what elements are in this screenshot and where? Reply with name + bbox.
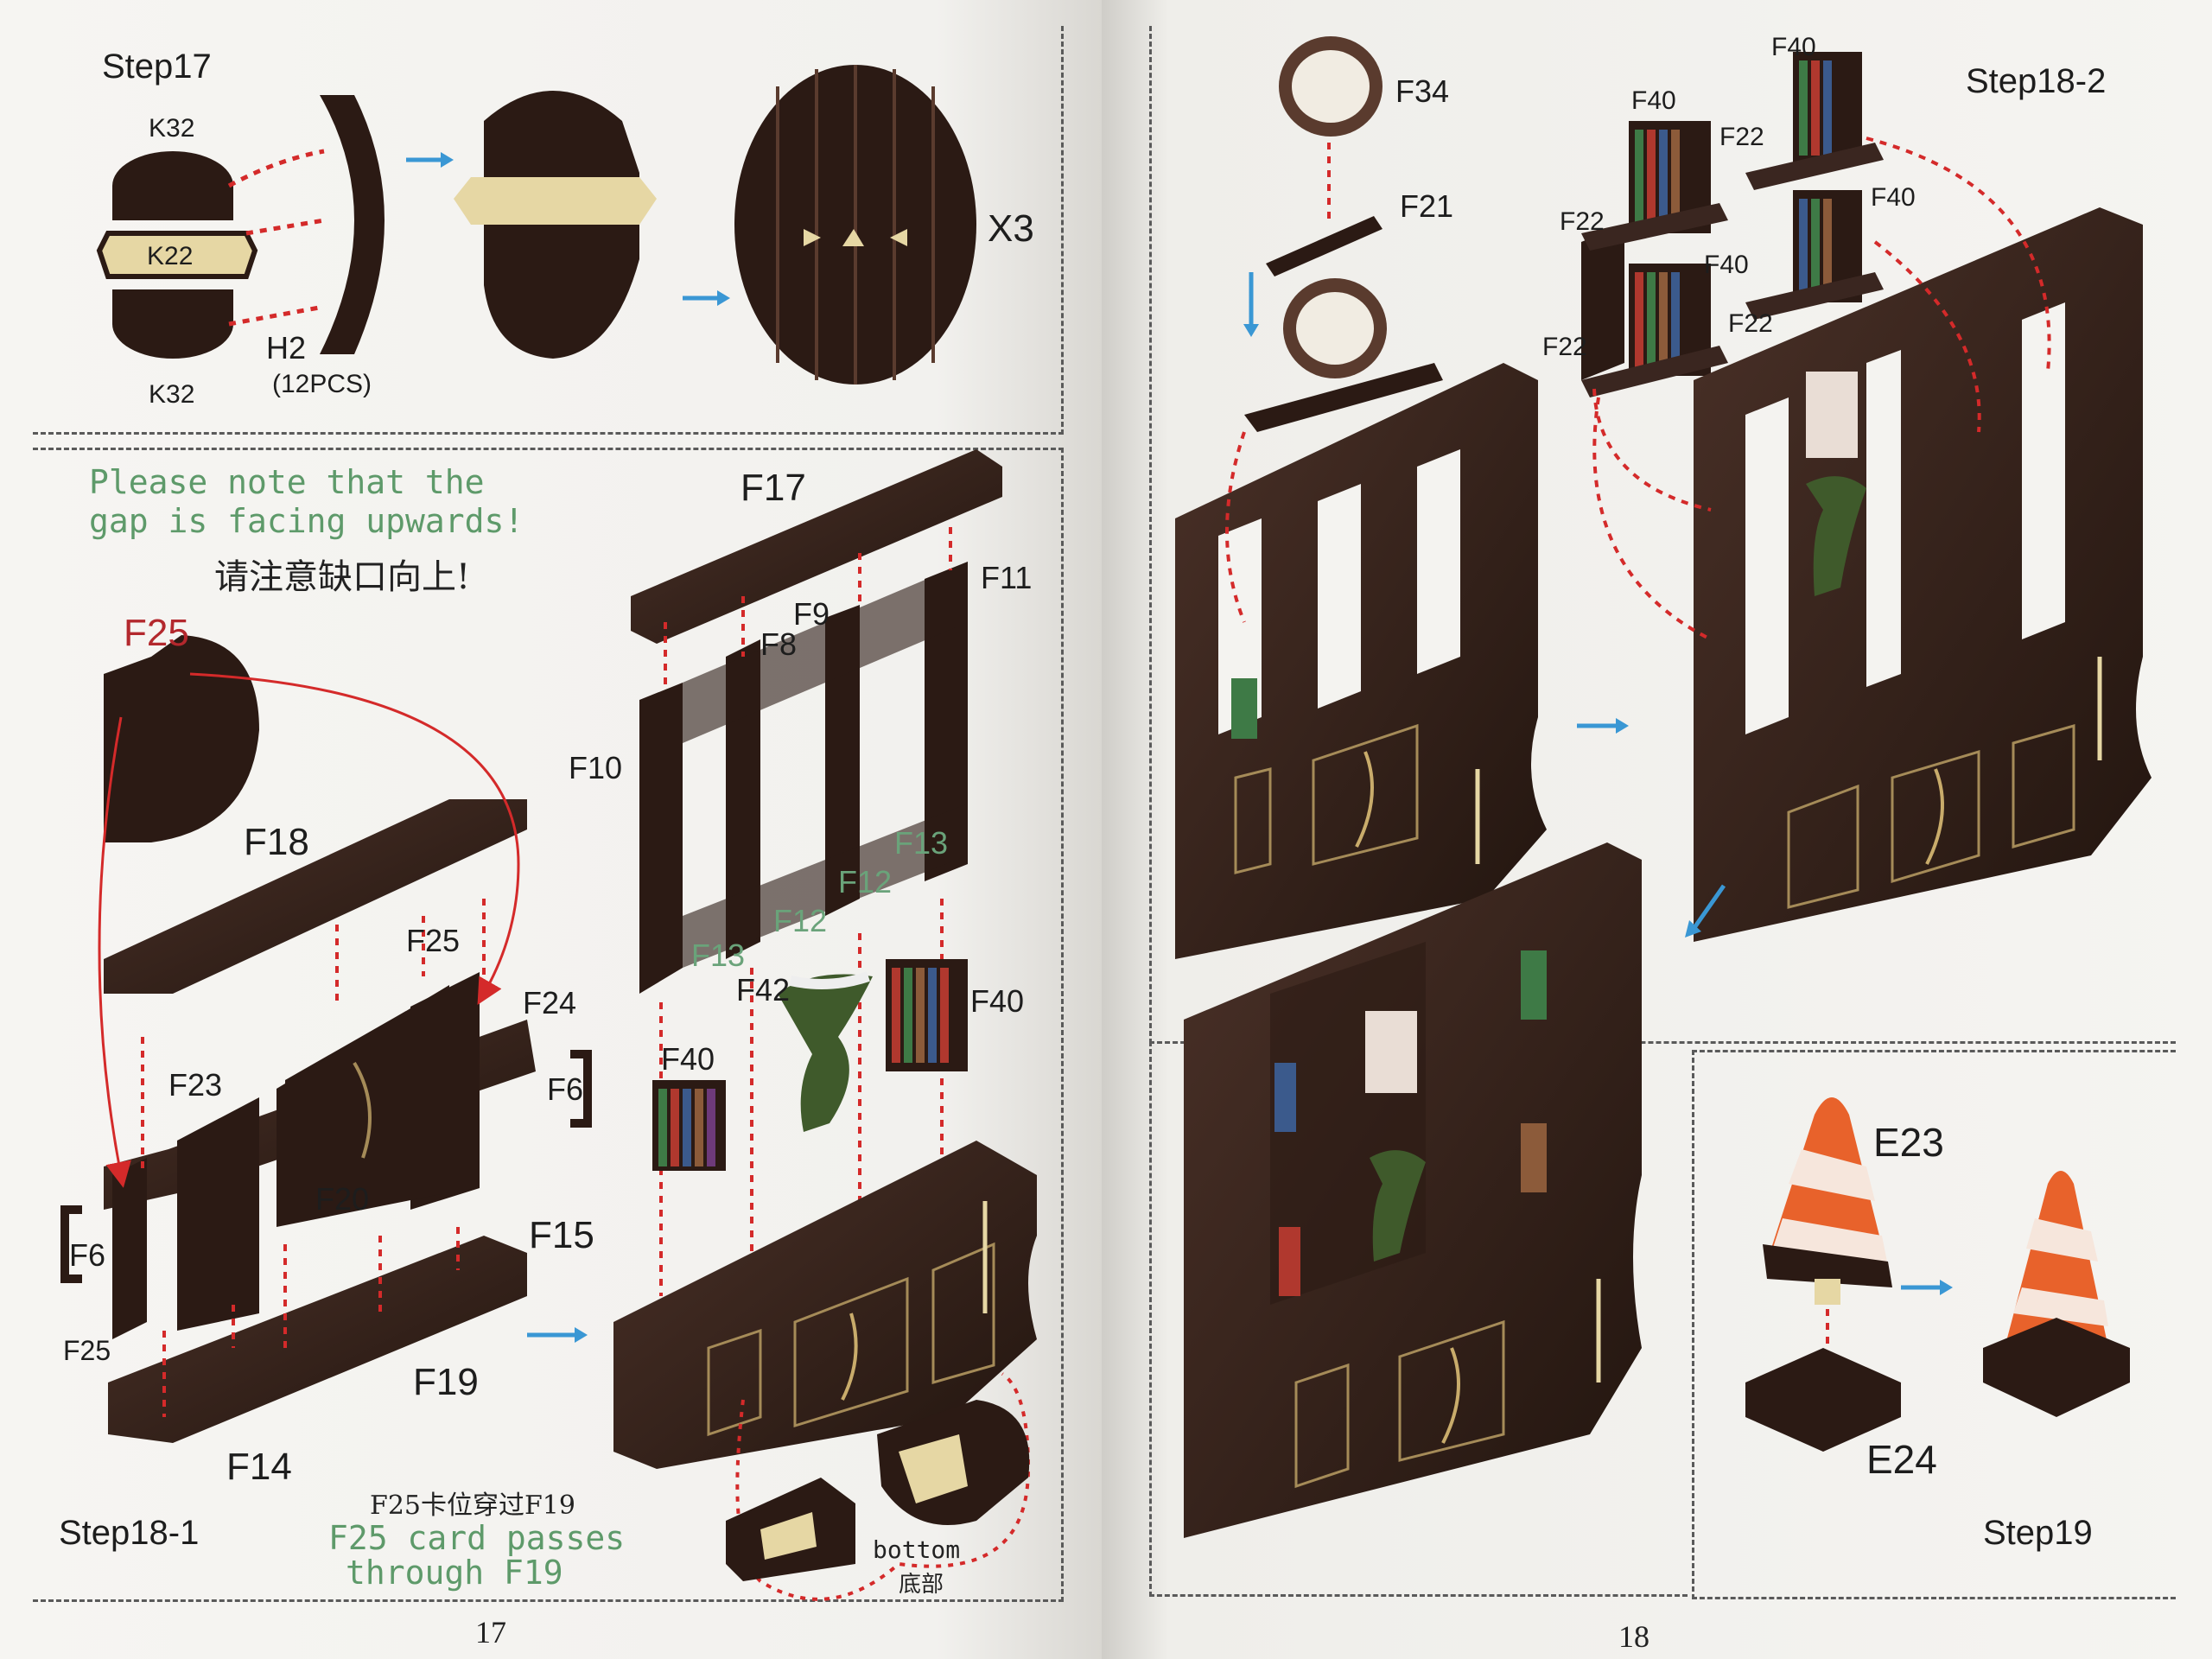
step17-illustration xyxy=(96,65,976,385)
part-label-e23: E23 xyxy=(1873,1120,1944,1165)
part-label-f40-a: F40 xyxy=(1631,86,1676,115)
gap-note-cn: 请注意缺口向上! xyxy=(214,557,471,597)
part-label-f12-right: F12 xyxy=(838,864,893,899)
part-label-f11: F11 xyxy=(981,560,1033,595)
page-number-left: 17 xyxy=(475,1615,506,1649)
part-label-f8: F8 xyxy=(760,626,798,662)
part-label-f19: F19 xyxy=(413,1361,479,1403)
part-label-f22-a: F22 xyxy=(1719,123,1764,151)
part-label-f13-left: F13 xyxy=(691,938,746,973)
part-label-f15: F15 xyxy=(529,1214,594,1256)
step18-1-panel xyxy=(33,448,1064,1602)
part-label-k32-bottom: K32 xyxy=(149,380,195,409)
part-label-f21: F21 xyxy=(1400,188,1454,224)
part-label-f40-c: F40 xyxy=(1704,251,1749,279)
step18-2-title: Step18-2 xyxy=(1966,62,2107,100)
part-label-f22-c: F22 xyxy=(1728,309,1773,338)
step19-title: Step19 xyxy=(1983,1514,2093,1552)
step18-2-lower-border xyxy=(1149,1041,1688,1597)
part-label-h2: H2 xyxy=(266,330,307,365)
part-label-f14: F14 xyxy=(226,1446,292,1488)
part-label-f17: F17 xyxy=(741,467,806,509)
part-label-f40-left: F40 xyxy=(661,1041,715,1077)
step18-1-left-assembly xyxy=(60,635,592,1443)
step18-1-right-assembly xyxy=(613,449,1037,1601)
step19-illustration xyxy=(1745,1097,2130,1452)
gap-note-en-line2: gap is facing upwards! xyxy=(89,502,524,540)
part-label-f6-right: F6 xyxy=(547,1071,584,1107)
part-label-f40-b: F40 xyxy=(1871,183,1916,212)
part-label-f25-red: F25 xyxy=(124,612,189,654)
step18-2-illustration xyxy=(1175,36,2152,1538)
part-label-f12-left: F12 xyxy=(773,903,828,938)
part-label-f25-bottom: F25 xyxy=(63,1335,111,1366)
part-label-f9: F9 xyxy=(793,596,830,632)
gap-note-en-line1: Please note that the xyxy=(89,463,485,501)
part-label-f6-left: F6 xyxy=(69,1237,106,1273)
part-label-f23: F23 xyxy=(168,1067,223,1103)
part-label-e24: E24 xyxy=(1866,1437,1937,1482)
part-label-f40-right: F40 xyxy=(970,983,1025,1019)
bottom-label-cn: 底部 xyxy=(899,1572,944,1598)
step18-1-title: Step18-1 xyxy=(59,1514,200,1552)
bottom-label-en: bottom xyxy=(873,1535,961,1564)
card-note-en-line2: through F19 xyxy=(346,1554,563,1592)
part-label-f42: F42 xyxy=(736,972,791,1007)
part-label-k32-top: K32 xyxy=(149,114,195,143)
part-label-f34: F34 xyxy=(1395,73,1450,109)
part-label-f20: F20 xyxy=(315,1181,370,1217)
part-label-f13-right: F13 xyxy=(894,825,949,861)
multiplier-x3: X3 xyxy=(988,207,1034,250)
part-label-f40-top: F40 xyxy=(1771,33,1816,61)
part-label-f18: F18 xyxy=(244,821,309,863)
page-number-right: 18 xyxy=(1618,1619,1649,1654)
step19-panel xyxy=(1692,1050,2176,1599)
part-label-f22-d: F22 xyxy=(1542,333,1587,361)
step17-panel xyxy=(33,26,1064,435)
part-label-h2-qty: (12PCS) xyxy=(272,370,372,398)
part-label-f24: F24 xyxy=(523,985,577,1020)
step17-title: Step17 xyxy=(102,48,212,86)
part-label-f25-mid: F25 xyxy=(406,923,461,958)
part-label-f10: F10 xyxy=(569,750,623,785)
part-label-k22: K22 xyxy=(147,242,194,270)
step18-2-panel xyxy=(1149,26,2176,1044)
part-label-f22-b: F22 xyxy=(1560,207,1605,236)
card-note-en-line1: F25 card passes xyxy=(328,1519,626,1557)
card-note-cn: F25卡位穿过F19 xyxy=(370,1491,575,1521)
